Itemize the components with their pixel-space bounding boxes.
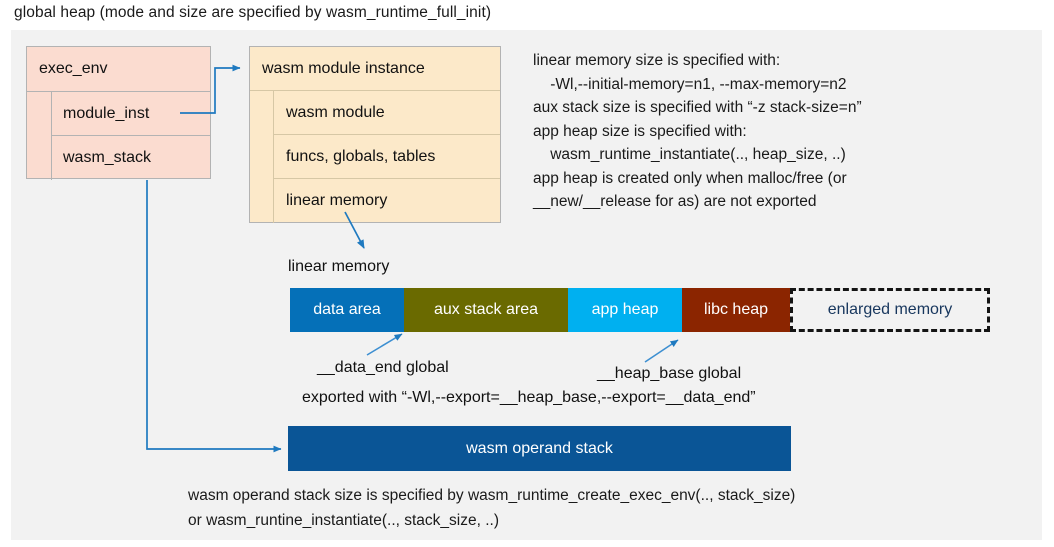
memory-config-notes: linear memory size is specified with: -W… bbox=[533, 52, 862, 210]
segment-aux-stack-area: aux stack area bbox=[404, 288, 568, 332]
exec-env-title: exec_env bbox=[27, 47, 210, 92]
wasm-module-instance-title: wasm module instance bbox=[250, 47, 500, 91]
segment-data-area: data area bbox=[290, 288, 404, 332]
annotation-data-end: __data_end global bbox=[317, 359, 449, 376]
exec-env-field-module-inst: module_inst bbox=[51, 92, 210, 136]
wasm-operand-stack-bar: wasm operand stack bbox=[288, 426, 791, 471]
linear-memory-label: linear memory bbox=[288, 258, 390, 275]
segment-app-heap: app heap bbox=[568, 288, 682, 332]
annotation-heap-base: __heap_base global bbox=[597, 365, 742, 382]
annotation-exported-symbols: exported with “-Wl,--export=__heap_base,… bbox=[302, 389, 756, 406]
exec-env-field-wasm-stack: wasm_stack bbox=[51, 136, 210, 180]
linear-memory-strip: data area aux stack area app heap libc h… bbox=[290, 288, 990, 332]
page-title: global heap (mode and size are specified… bbox=[14, 4, 492, 21]
segment-enlarged-memory: enlarged memory bbox=[790, 288, 990, 332]
module-instance-field-wasm-module: wasm module bbox=[273, 91, 500, 135]
operand-stack-notes: wasm operand stack size is specified by … bbox=[188, 487, 796, 529]
segment-libc-heap: libc heap bbox=[682, 288, 790, 332]
module-instance-field-funcs-globals-tables: funcs, globals, tables bbox=[273, 135, 500, 179]
module-instance-field-linear-memory: linear memory bbox=[273, 179, 500, 223]
